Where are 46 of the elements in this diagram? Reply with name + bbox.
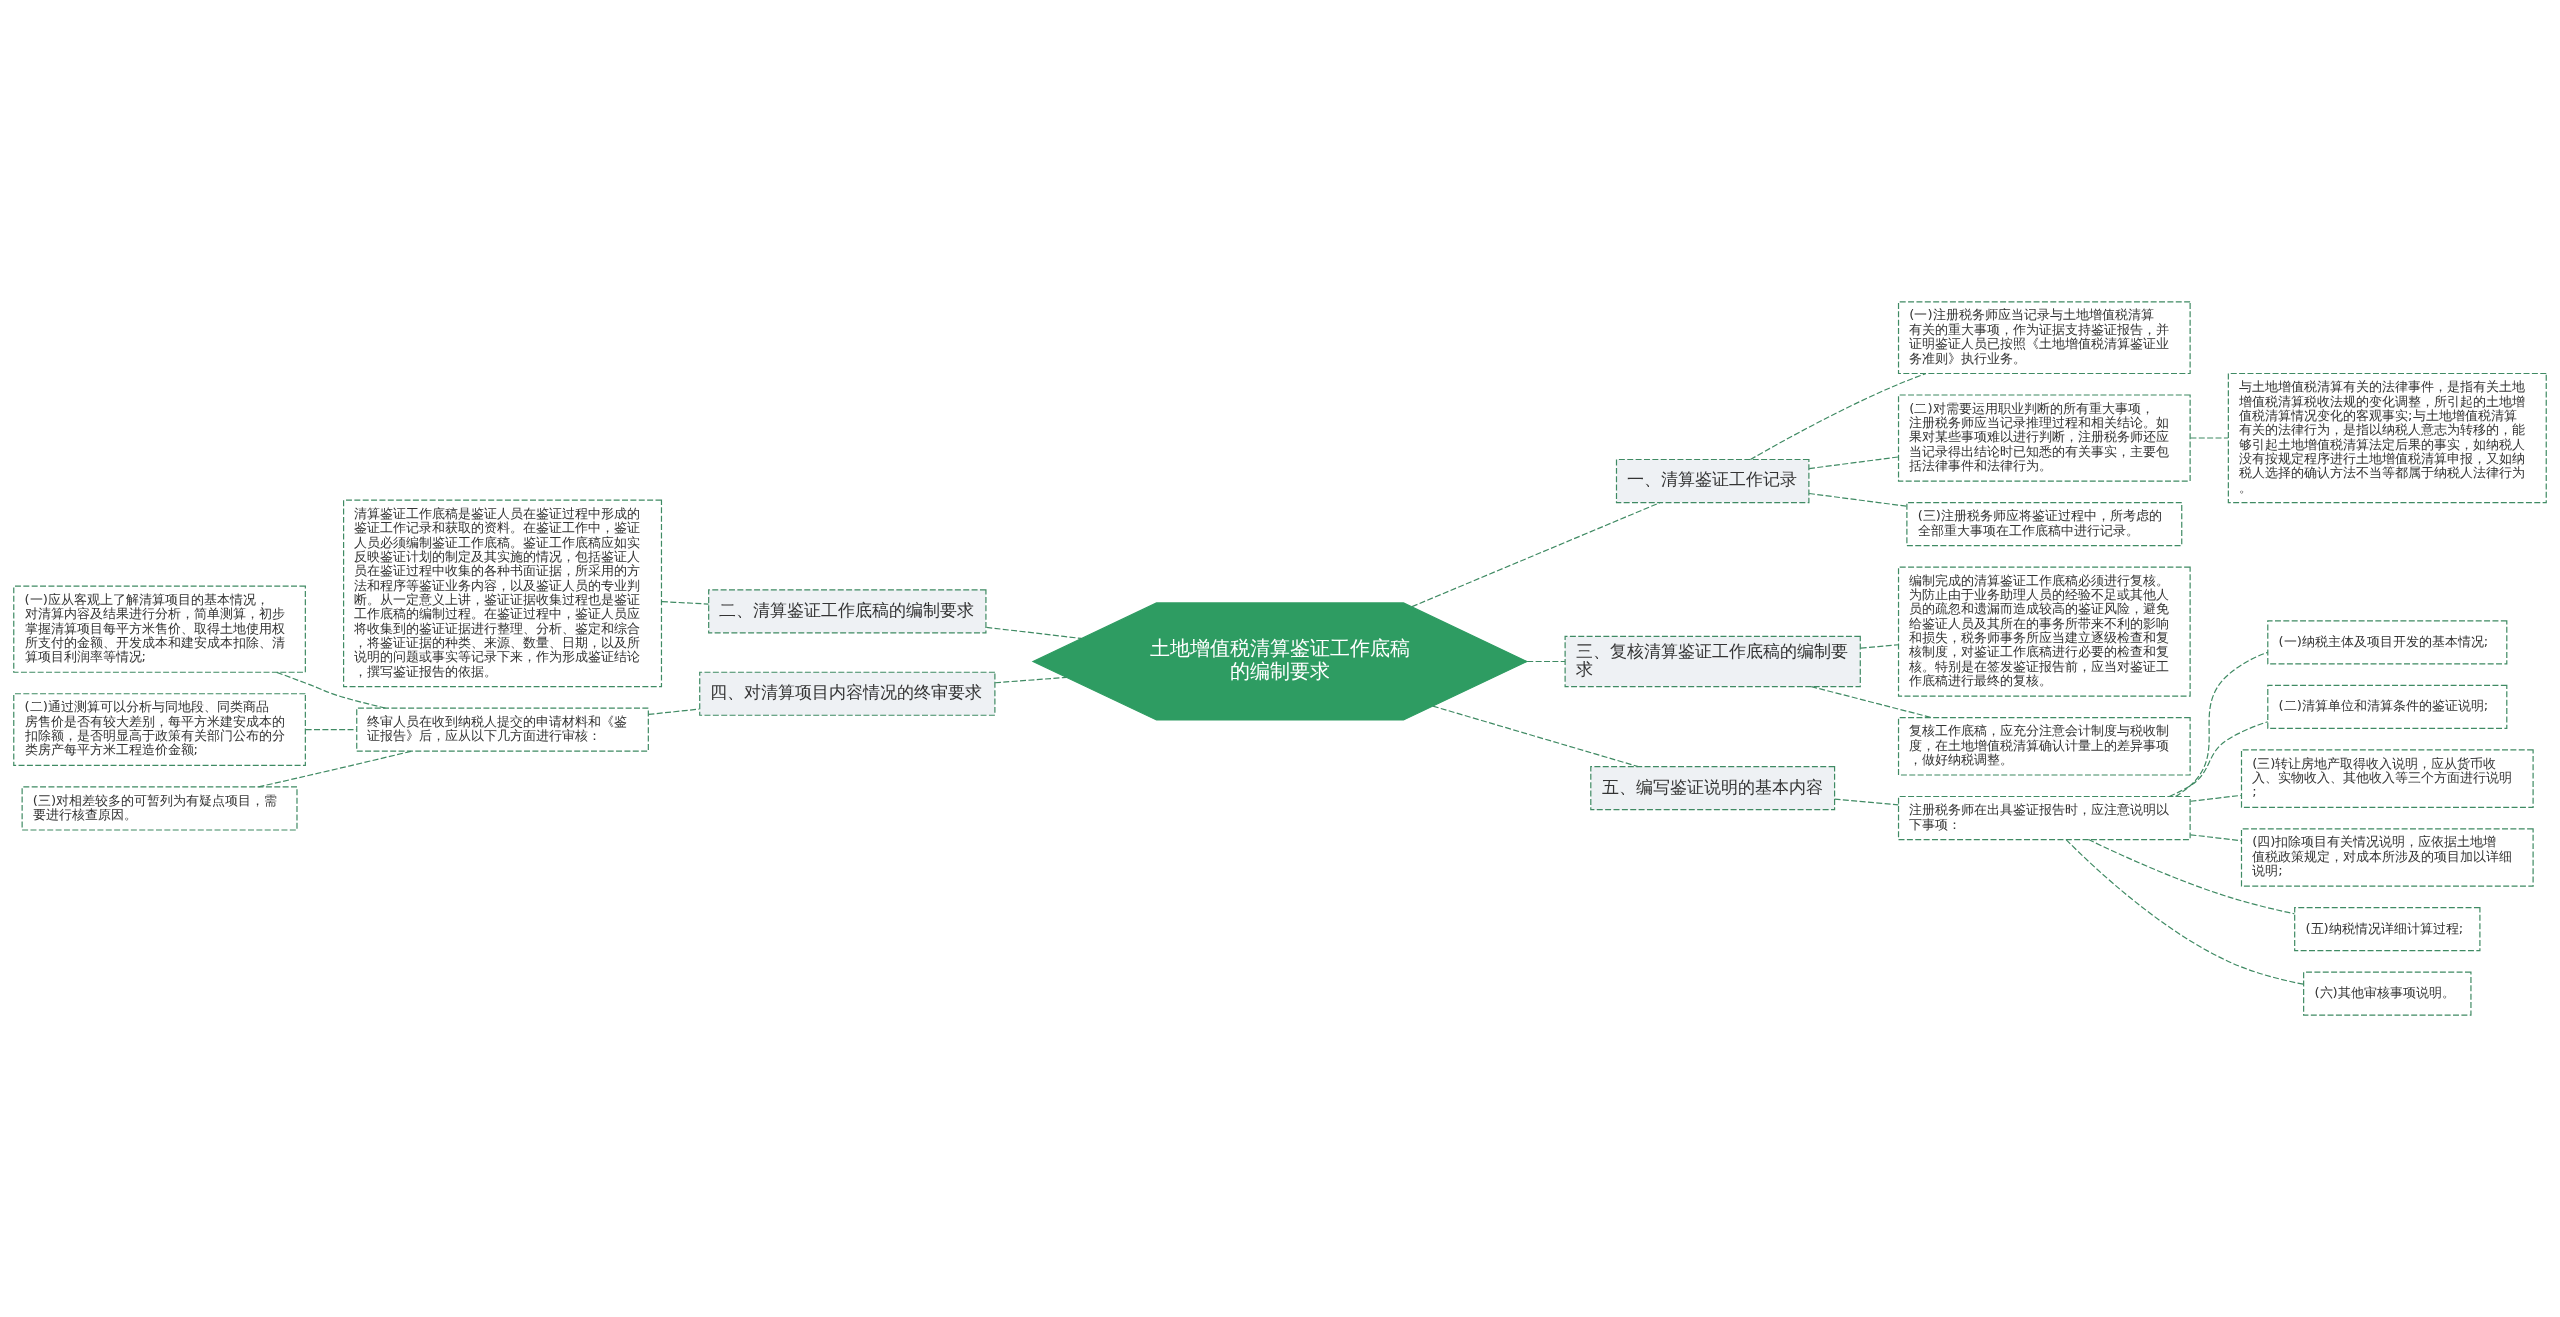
node-box: 复核工作底稿，应充分注意会计制度与税收制度，在土地增值税清算确认计量上的差异事项，做好纳税调整。 bbox=[1897, 717, 2191, 776]
connector bbox=[257, 750, 413, 788]
node-box: (一)注册税务师应当记录与土地增值税清算有关的重大事项，作为证据支持鉴证报告，并证明鉴证人员已按照《土地增值税清算鉴证业务准则》执行业务。 bbox=[1897, 301, 2191, 375]
connector bbox=[2189, 834, 2242, 842]
connector bbox=[1808, 492, 1908, 507]
node-box: (四)扣除项目有关情况说明，应依据土地增值税政策规定，对成本所涉及的项目加以详细说明; bbox=[2240, 828, 2534, 887]
node-box: 五、编写鉴证说明的基本内容 bbox=[1590, 766, 1836, 811]
node-box: 三、复核清算鉴证工作底稿的编制要求 bbox=[1564, 635, 1861, 688]
connector bbox=[1808, 456, 1900, 470]
node-box: 终审人员在收到纳税人提交的申请材料和《鉴证报告》后，应从以下几方面进行审核： bbox=[356, 707, 649, 752]
node-box: (二)清算单位和清算条件的鉴证说明; bbox=[2267, 684, 2508, 729]
node-box: (五)纳税情况详细计算过程; bbox=[2294, 907, 2481, 952]
node-box: (三)转让房地产取得收入说明，应从货币收入、实物收入、其他收入等三个方面进行说明; bbox=[2240, 749, 2534, 808]
connector bbox=[2189, 437, 2229, 439]
connector bbox=[1526, 660, 1566, 663]
node-box: 编制完成的清算鉴证工作底稿必须进行复核。为防止由于业务助理人员的经验不足或其他人员的疏忽和遗漏而造成较高的鉴证风险，避免给鉴证人员及其所在的事务所带来不利的影响和损失，税务师事务所应当建立逐级检查和复核制度，对鉴证工作底稿进行必要的检查和复核。特别是在签发鉴证报告前，应当对鉴证工作底稿进行最终的复核。 bbox=[1897, 566, 2191, 697]
connector bbox=[647, 708, 700, 716]
connector bbox=[661, 601, 710, 605]
node-box: 清算鉴证工作底稿是鉴证人员在鉴证过程中形成的鉴证工作记录和获取的资料。在鉴证工作中，鉴证人员必须编制鉴证工作底稿。鉴证工作底稿应如实反映鉴证计划的制定及其实施的情况，包括鉴证人员在鉴证过程中收集的各种书面证据，所采用的方法和程序等鉴证业务内容，以及鉴证人员的专业判断。从一定意义上讲，鉴证证据收集过程也是鉴证工作底稿的编制过程。在鉴证过程中，鉴证人员应将收集到的鉴证证据进行整理、分析、鉴定和综合，将鉴证证据的种类、来源、数量、日期，以及所说明的问题或事实等记录下来，作为形成鉴证结论，撰写鉴证报告的依据。 bbox=[343, 499, 663, 688]
node-box: (二)通过测算可以分析与同地段、同类商品房售价是否有较大差别，每平方米建安成本的扣除额，是否明显高于政策有关部门公布的分类房产每平方米工程造价金额; bbox=[13, 693, 306, 767]
connector bbox=[2174, 651, 2269, 798]
connector bbox=[276, 671, 386, 709]
node-box: 四、对清算项目内容情况的终审要求 bbox=[699, 671, 996, 716]
connector bbox=[1749, 373, 1927, 461]
connector bbox=[305, 729, 358, 731]
node-box: (二)对需要运用职业判断的所有重大事项，注册税务师应当记录推理过程和相关结论。如果对某些事项难以进行判断，注册税务师还应当记录得出结论时已知悉的有关事实，主要包括法律事件和法律行为。 bbox=[1897, 394, 2191, 482]
connector bbox=[985, 626, 1082, 640]
connector bbox=[2065, 839, 2305, 985]
node-box: 二、清算鉴证工作底稿的编制要求 bbox=[708, 589, 987, 634]
node-box: (三)对相差较多的可暂列为有疑点项目，需要进行核查原因。 bbox=[21, 786, 298, 831]
connector bbox=[2189, 794, 2242, 802]
connector bbox=[1810, 686, 1933, 719]
connector bbox=[1860, 644, 1899, 649]
node-box: 一、清算鉴证工作记录 bbox=[1615, 458, 1810, 504]
node-box: (一)纳税主体及项目开发的基本情况; bbox=[2267, 620, 2508, 665]
node-box: 与土地增值税清算有关的法律事件，是指有关土地增值税清算税收法规的变化调整，所引起的土地增值税清算情况变化的客观事实;与土地增值税清算有关的法律行为，是指以纳税人意志为转移的，能够引起土地增值税清算法定后果的事实，如纳税人没有按规定程序进行土地增值税清算申报，又如纳税人选择的确认方法不当等都属于纳税人法律行为。 bbox=[2227, 372, 2547, 504]
node-box: 注册税务师在出具鉴证报告时，应注意说明以下事项： bbox=[1897, 795, 2191, 841]
node-box: (六)其他审核事项说明。 bbox=[2303, 971, 2472, 1016]
connector bbox=[1432, 705, 1639, 768]
connector bbox=[1834, 798, 1899, 806]
node-box: (一)应从客观上了解清算项目的基本情况，对清算内容及结果进行分析，简单测算，初步掌握清算项目每平方米售价、取得土地使用权所支付的金额、开发成本和建安成本扣除、清算项目利润率等情况; bbox=[13, 585, 306, 673]
connector bbox=[994, 676, 1067, 684]
connector bbox=[1411, 502, 1661, 608]
connector bbox=[2168, 721, 2269, 798]
connector bbox=[2087, 839, 2295, 915]
node-box: (三)注册税务师应将鉴证过程中，所考虑的全部重大事项在工作底稿中进行记录。 bbox=[1906, 501, 2183, 547]
